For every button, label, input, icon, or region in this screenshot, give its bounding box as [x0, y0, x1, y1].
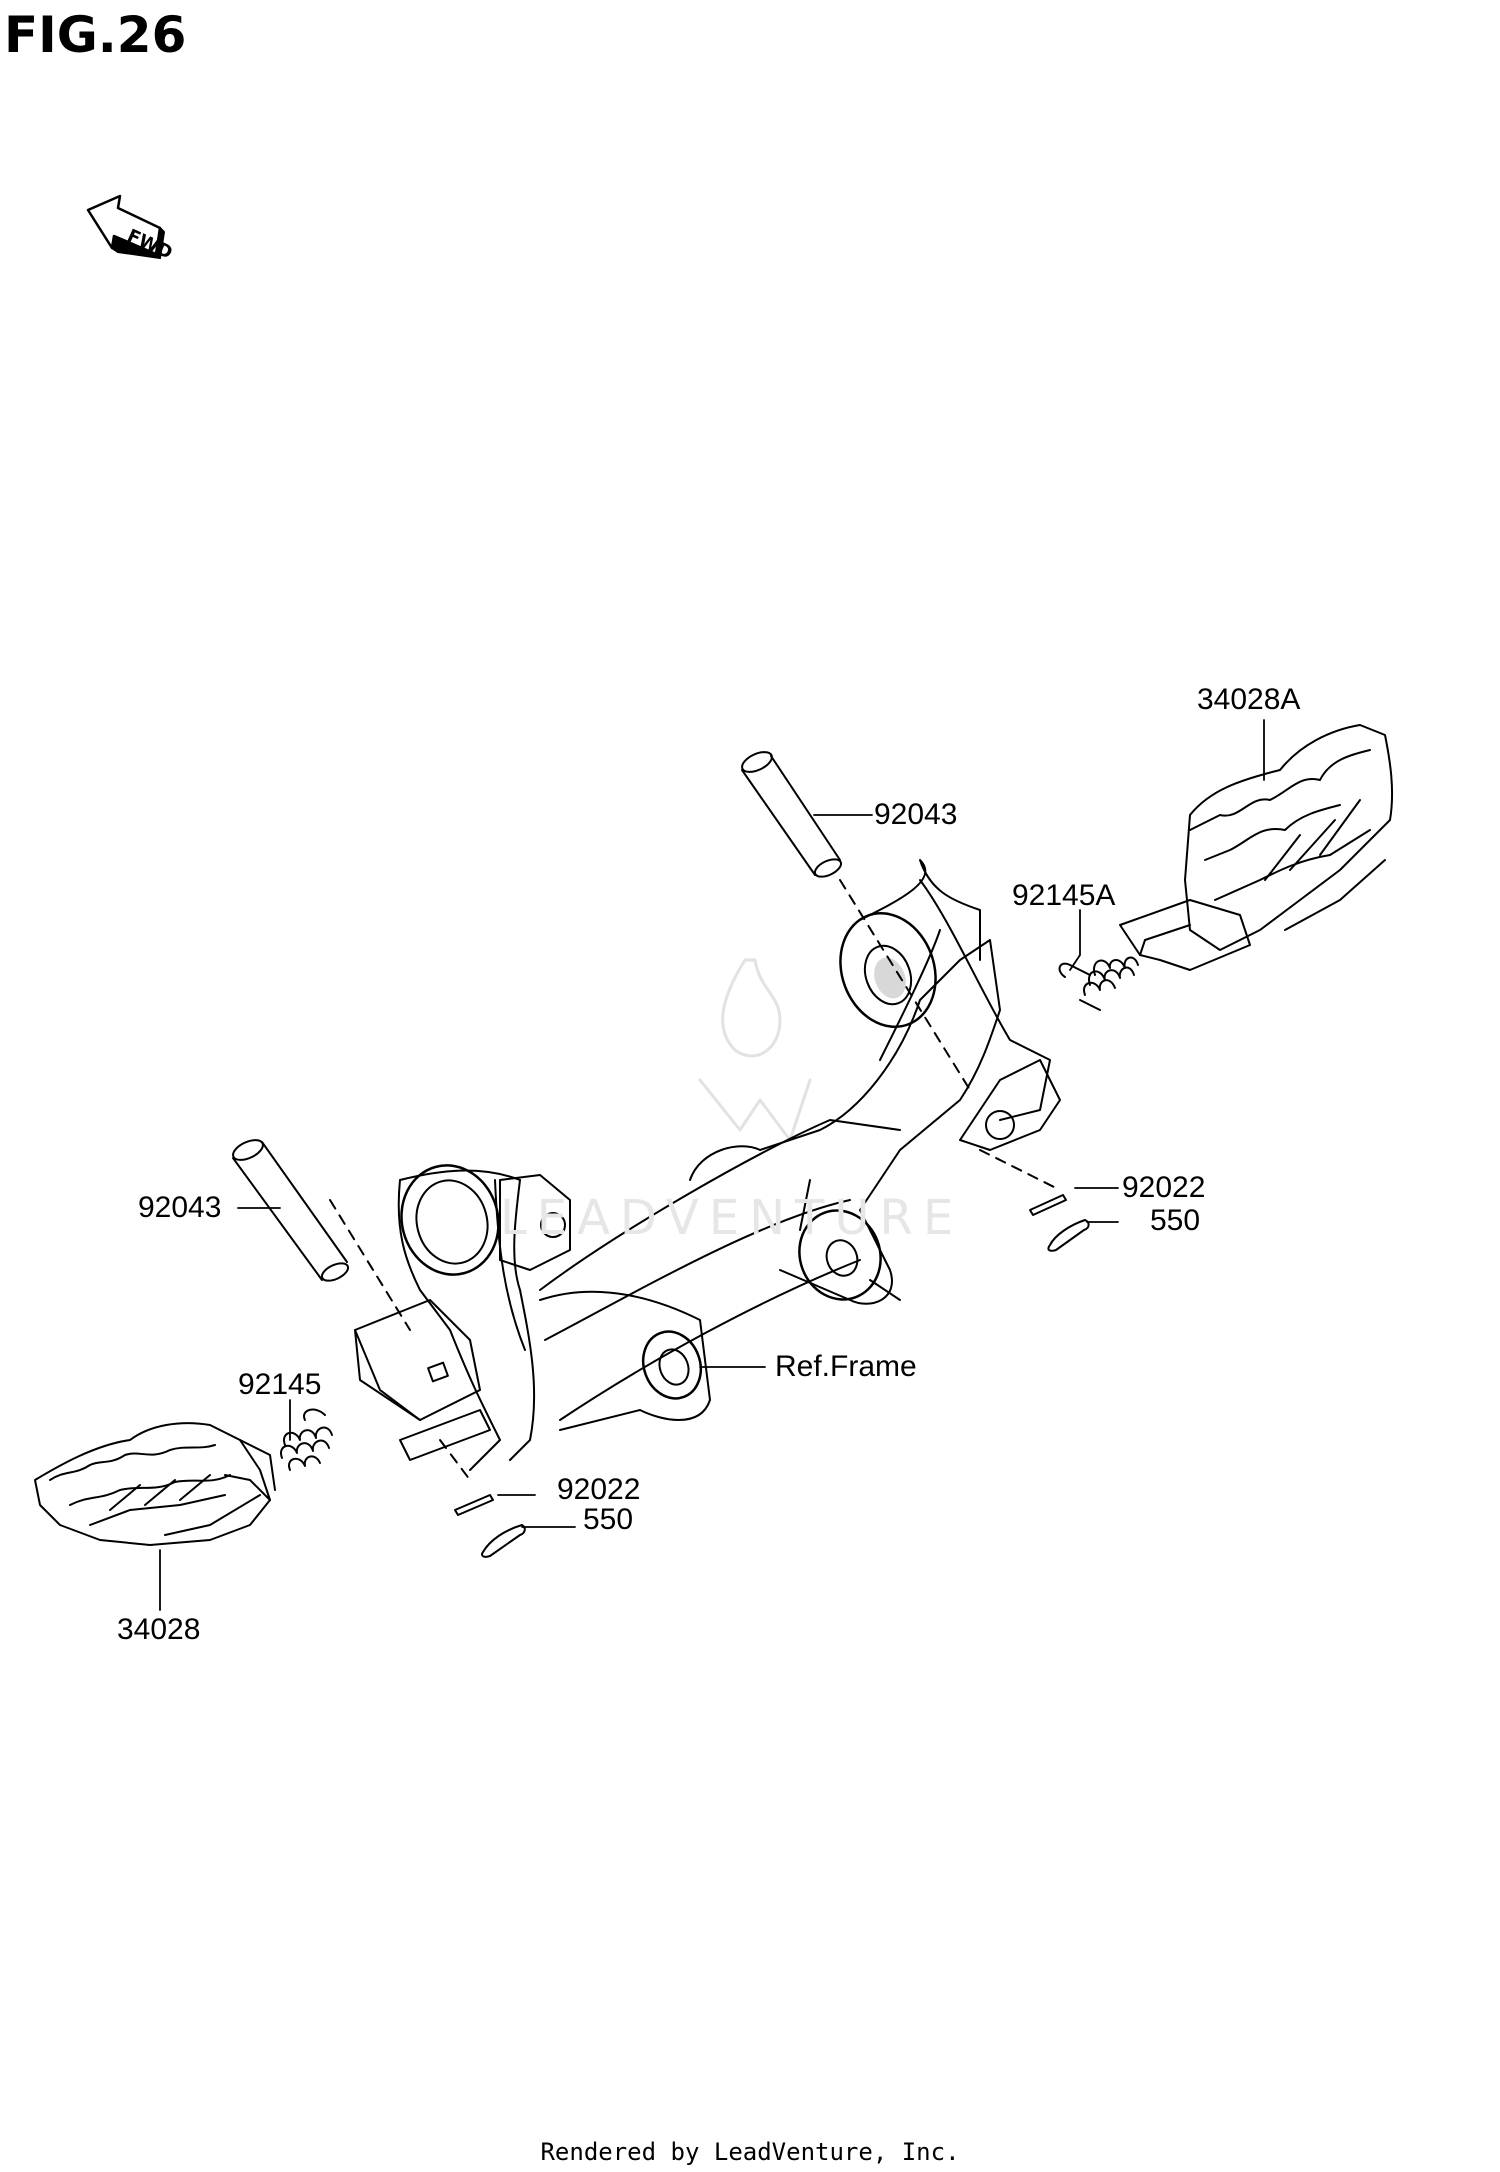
- footer-credit: Rendered by LeadVenture, Inc.: [540, 2138, 960, 2166]
- callout-ref-frame[interactable]: Ref.Frame: [775, 1350, 917, 1383]
- leader-lines: [160, 720, 1264, 1610]
- pivot-pin-right[interactable]: [739, 748, 844, 880]
- pivot-pin-left[interactable]: [230, 1136, 351, 1284]
- footpeg-right[interactable]: [1120, 725, 1392, 970]
- spring-left[interactable]: [281, 1410, 332, 1470]
- callout-pin-right[interactable]: 92043: [874, 798, 958, 831]
- callout-footpeg-left[interactable]: 34028: [117, 1613, 201, 1646]
- frame-assembly: [330, 860, 1060, 1480]
- spring-right[interactable]: [1060, 958, 1138, 1010]
- figure-title: FIG.26: [4, 6, 187, 64]
- callout-washer-right[interactable]: 92022: [1122, 1171, 1206, 1204]
- callout-spring-right[interactable]: 92145A: [1012, 879, 1116, 912]
- callout-spring-left[interactable]: 92145: [238, 1368, 322, 1401]
- callout-footpeg-right[interactable]: 34028A: [1197, 683, 1301, 716]
- footpeg-left[interactable]: [35, 1423, 275, 1545]
- fwd-arrow-icon: FWD: [88, 196, 176, 264]
- callout-cotter-left[interactable]: 550: [583, 1503, 634, 1536]
- watermark-text: LEADVENTURE: [500, 1190, 964, 1246]
- cotter-pin-right[interactable]: [1048, 1220, 1088, 1251]
- callout-pin-left[interactable]: 92043: [138, 1191, 222, 1224]
- washer-left[interactable]: [455, 1495, 493, 1515]
- cotter-pin-left[interactable]: [482, 1525, 525, 1557]
- callout-cotter-right[interactable]: 550: [1150, 1204, 1201, 1237]
- washer-right[interactable]: [1030, 1195, 1066, 1215]
- watermark-logo-icon: [700, 960, 810, 1140]
- callout-washer-left[interactable]: 92022: [557, 1473, 641, 1506]
